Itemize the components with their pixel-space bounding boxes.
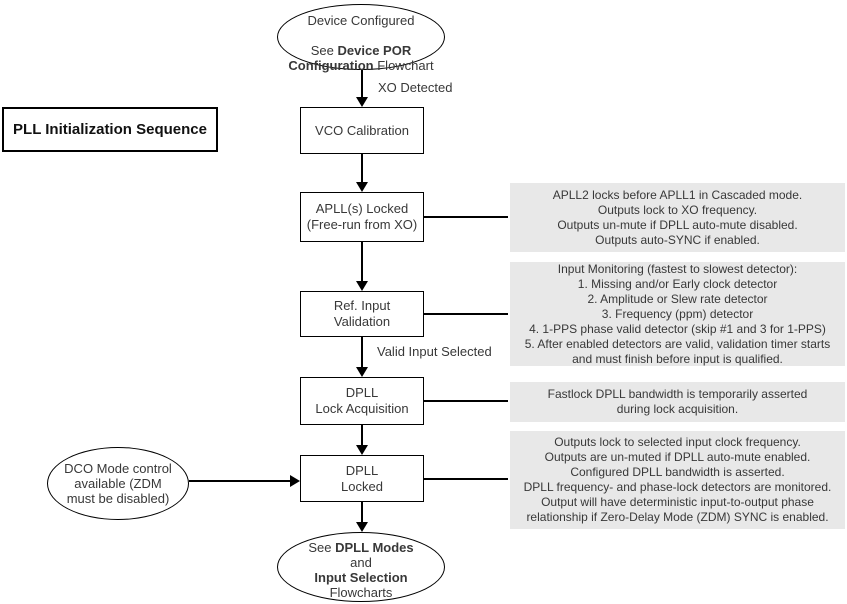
- diagram-title: PLL Initialization Sequence: [13, 121, 207, 138]
- arrow-refinput-to-lockacq: [356, 337, 368, 377]
- node-aplls-locked: APLL(s) Locked (Free-run from XO): [300, 192, 424, 242]
- node-dpll-lock-acquisition: DPLL Lock Acquisition: [300, 377, 424, 425]
- edge-label-valid-input-selected: Valid Input Selected: [377, 344, 492, 359]
- node-vco-calibration-label: VCO Calibration: [315, 122, 409, 138]
- node-dco-mode-control: DCO Mode control available (ZDM must be …: [47, 447, 189, 520]
- note-fastlock: Fastlock DPLL bandwidth is temporarily a…: [510, 382, 845, 422]
- note-apll-locked: APLL2 locks before APLL1 in Cascaded mod…: [510, 183, 845, 252]
- arrow-lockacq-to-locked: [356, 425, 368, 455]
- diagram-title-box: PLL Initialization Sequence: [2, 107, 218, 152]
- note-apll-locked-text: APLL2 locks before APLL1 in Cascaded mod…: [552, 187, 803, 247]
- node-dpll-lock-acquisition-label: DPLL Lock Acquisition: [315, 385, 409, 416]
- arrow-locked-to-end: [356, 502, 368, 532]
- arrow-apll-to-refinput: [356, 242, 368, 291]
- edge-label-xo-detected: XO Detected: [378, 80, 453, 95]
- note-fastlock-text: Fastlock DPLL bandwidth is temporarily a…: [547, 387, 808, 416]
- note-dpll-locked: Outputs lock to selected input clock fre…: [510, 431, 845, 529]
- node-dpll-locked: DPLL Locked: [300, 455, 424, 502]
- node-aplls-locked-label: APLL(s) Locked (Free-run from XO): [306, 201, 418, 232]
- arrow-start-to-vco: [356, 70, 368, 107]
- arrow-dco-to-locked: [189, 475, 300, 487]
- note-input-monitoring: Input Monitoring (fastest to slowest det…: [510, 262, 845, 366]
- node-dco-mode-control-label: DCO Mode control available (ZDM must be …: [64, 461, 172, 506]
- node-ref-input-validation-label: Ref. Input Validation: [333, 298, 391, 329]
- note-dpll-locked-text: Outputs lock to selected input clock fre…: [523, 435, 832, 524]
- note-input-monitoring-text: Input Monitoring (fastest to slowest det…: [524, 261, 831, 366]
- arrow-vco-to-apll: [356, 154, 368, 192]
- node-vco-calibration: VCO Calibration: [300, 107, 424, 154]
- node-dpll-locked-label: DPLL Locked: [341, 462, 383, 494]
- node-ref-input-validation: Ref. Input Validation: [300, 291, 424, 337]
